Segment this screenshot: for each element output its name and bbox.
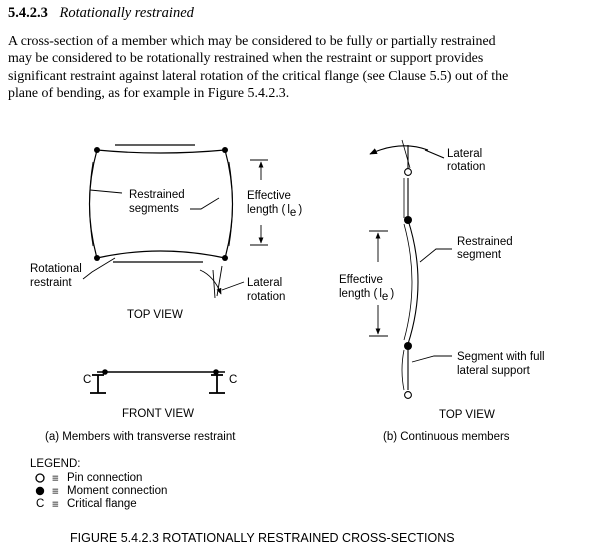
caption-a: (a) Members with transverse restraint [45,431,236,443]
caption-b: (b) Continuous members [383,431,510,443]
pin-connection-icon [404,391,412,399]
restrained-segments-leaders [89,189,220,210]
legend-pin-label: Pin connection [67,472,142,484]
pin-connection-icon [35,473,45,483]
restrained-segment-curve [407,219,419,345]
lateral-rotation-label-a-2: rotation [247,291,285,303]
rotational-restraint-label-1: Rotational [30,263,82,275]
restrained-segment-label-1: Restrained [457,236,513,248]
front-view-label: FRONT VIEW [122,408,194,420]
legend-critical-label: Critical flange [67,498,137,510]
lateral-rotation-label-b-1: Lateral [447,148,482,160]
restrained-label-1: Restrained [129,189,185,201]
effective-length-label-b-2: length (le) [339,288,394,303]
moment-connection-icon [94,255,100,261]
full-support-label-2: lateral support [457,365,531,377]
section-title: Rotationally restrained [59,5,194,21]
paragraph-line: may be considered to be rotationally res… [8,51,484,67]
right-member-flange [228,161,233,247]
effective-length-dimension-a [250,159,268,246]
figure-a-top-view [88,144,234,263]
top-beam [96,149,226,154]
moment-connection-icon [222,255,228,261]
moment-connection-icon [35,486,45,496]
paragraph-line: significant restraint against lateral ro… [8,68,509,84]
legend-sep: ≡ [52,486,59,498]
i-section-icon [90,374,106,394]
legend-title: LEGEND: [30,458,81,470]
legend-sep: ≡ [52,473,59,485]
rotational-restraint-leader [82,257,116,280]
legend-critical-symbol: C [36,498,44,510]
restrained-segment-label-2: segment [457,249,502,261]
effective-length-label-2: length (le) [247,204,302,219]
figure-title: FIGURE 5.4.2.3 ROTATIONALLY RESTRAINED C… [70,531,455,545]
moment-connection-icon [404,216,412,224]
moment-connection-icon [94,147,100,153]
figure-b-joints [404,168,412,399]
figure-a-front-view [90,369,225,394]
bottom-beam [96,250,226,259]
section-heading: 5.4.2.3 Rotationally restrained [8,5,194,22]
critical-flange-mark-left: C [83,374,91,386]
figure-a-joints [94,147,228,261]
legend-moment-label: Moment connection [67,485,167,497]
paragraph-line: A cross-section of a member which may be… [8,34,496,49]
restrained-label-2: segments [129,203,179,215]
lateral-rotation-label-b-2: rotation [447,161,485,173]
top-view-label-b: TOP VIEW [439,409,495,421]
top-view-label-a: TOP VIEW [127,309,183,321]
rotational-restraint-label-2: restraint [30,277,72,289]
paragraph-line: plane of bending, as for example in Figu… [8,85,290,101]
moment-connection-icon [404,342,412,350]
effective-length-dimension-b [369,230,388,337]
section-paragraph: A cross-section of a member which may be… [8,33,592,102]
figure-b-member [369,139,445,391]
critical-flange-mark-right: C [229,374,237,386]
left-member-flange [89,161,94,247]
legend-sep: ≡ [52,499,59,511]
section-number: 5.4.2.3 [8,5,48,21]
effective-length-label-b-1: Effective [339,274,383,286]
pin-connection-icon [404,168,412,176]
lateral-rotation-label-a-1: Lateral [247,277,282,289]
i-section-icon [209,374,225,394]
effective-length-label: Effective [247,190,291,202]
restrained-segment-leader [419,248,452,263]
left-member [88,149,98,259]
full-support-label-1: Segment with full [457,351,545,363]
right-member [224,149,234,259]
moment-connection-icon [222,147,228,153]
lateral-rotation-symbol-a [199,265,245,299]
full-support-leader [411,355,452,363]
